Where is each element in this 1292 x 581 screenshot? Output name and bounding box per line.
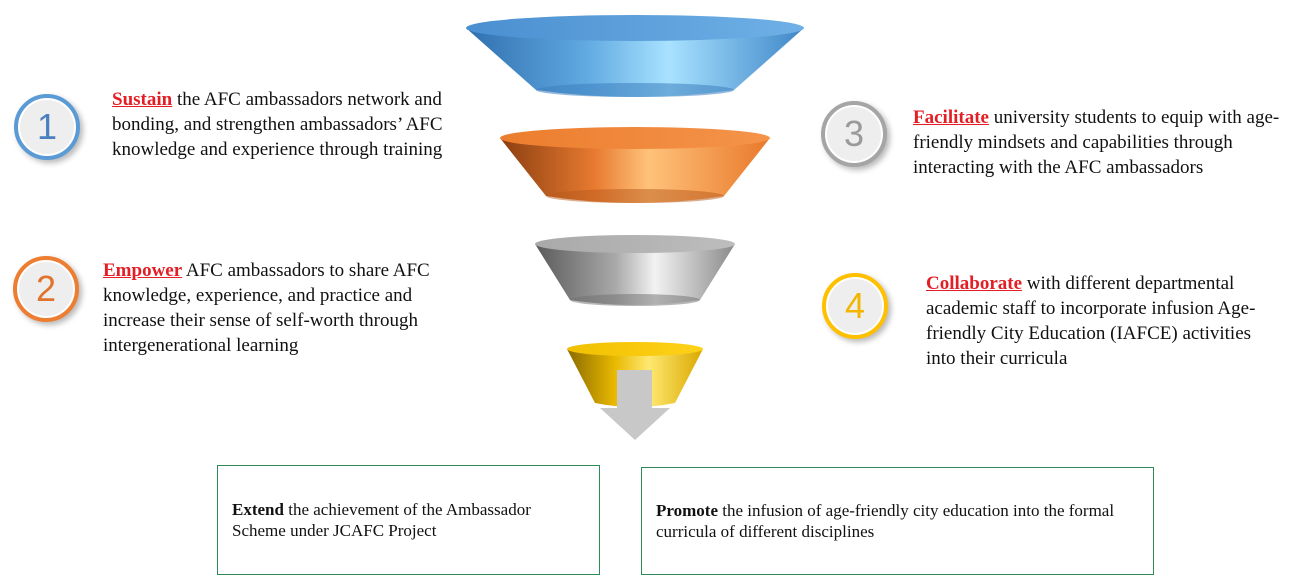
point-description: university students to equip with age-fr… bbox=[913, 107, 1280, 178]
number-circle-4: 4 bbox=[822, 273, 888, 339]
point-description: the AFC ambassadors network and bonding,… bbox=[112, 89, 443, 160]
point-text-4: Collaborate with different departmental … bbox=[926, 271, 1281, 371]
point-text-3: Facilitate university students to equip … bbox=[913, 105, 1288, 180]
number-label: 4 bbox=[844, 285, 866, 326]
point-keyword: Empower bbox=[103, 260, 183, 281]
number-label: 1 bbox=[36, 106, 58, 147]
outcome-box-extend: Extend the achievement of the Ambassador… bbox=[217, 465, 600, 575]
number-circle-2: 2 bbox=[13, 256, 79, 322]
number-label: 3 bbox=[843, 113, 865, 154]
outcome-keyword: Promote bbox=[656, 501, 718, 520]
down-arrow-icon bbox=[600, 370, 670, 440]
outcome-text: Extend the achievement of the Ambassador… bbox=[232, 499, 585, 541]
number-circle-3: 3 bbox=[821, 101, 887, 167]
point-text-2: Empower AFC ambassadors to share AFC kno… bbox=[103, 258, 478, 358]
point-description: with different departmental academic sta… bbox=[926, 273, 1256, 369]
outcome-description: the infusion of age-friendly city educat… bbox=[656, 501, 1115, 541]
number-circle-1: 1 bbox=[14, 94, 80, 160]
number-label: 2 bbox=[35, 268, 57, 309]
outcome-box-promote: Promote the infusion of age-friendly cit… bbox=[641, 467, 1154, 575]
point-keyword: Collaborate bbox=[926, 273, 1023, 294]
point-description: AFC ambassadors to share AFC knowledge, … bbox=[103, 260, 430, 356]
funnel-tier-gray bbox=[535, 235, 735, 306]
funnel-tier-blue bbox=[466, 15, 804, 97]
point-keyword: Sustain bbox=[112, 89, 173, 110]
outcome-description: the achievement of the Ambassador Scheme… bbox=[232, 500, 531, 540]
point-keyword: Facilitate bbox=[913, 107, 989, 128]
outcome-keyword: Extend bbox=[232, 500, 284, 519]
outcome-text: Promote the infusion of age-friendly cit… bbox=[656, 500, 1139, 542]
funnel-tier-orange bbox=[500, 127, 770, 203]
point-text-1: Sustain the AFC ambassadors network and … bbox=[112, 87, 472, 162]
